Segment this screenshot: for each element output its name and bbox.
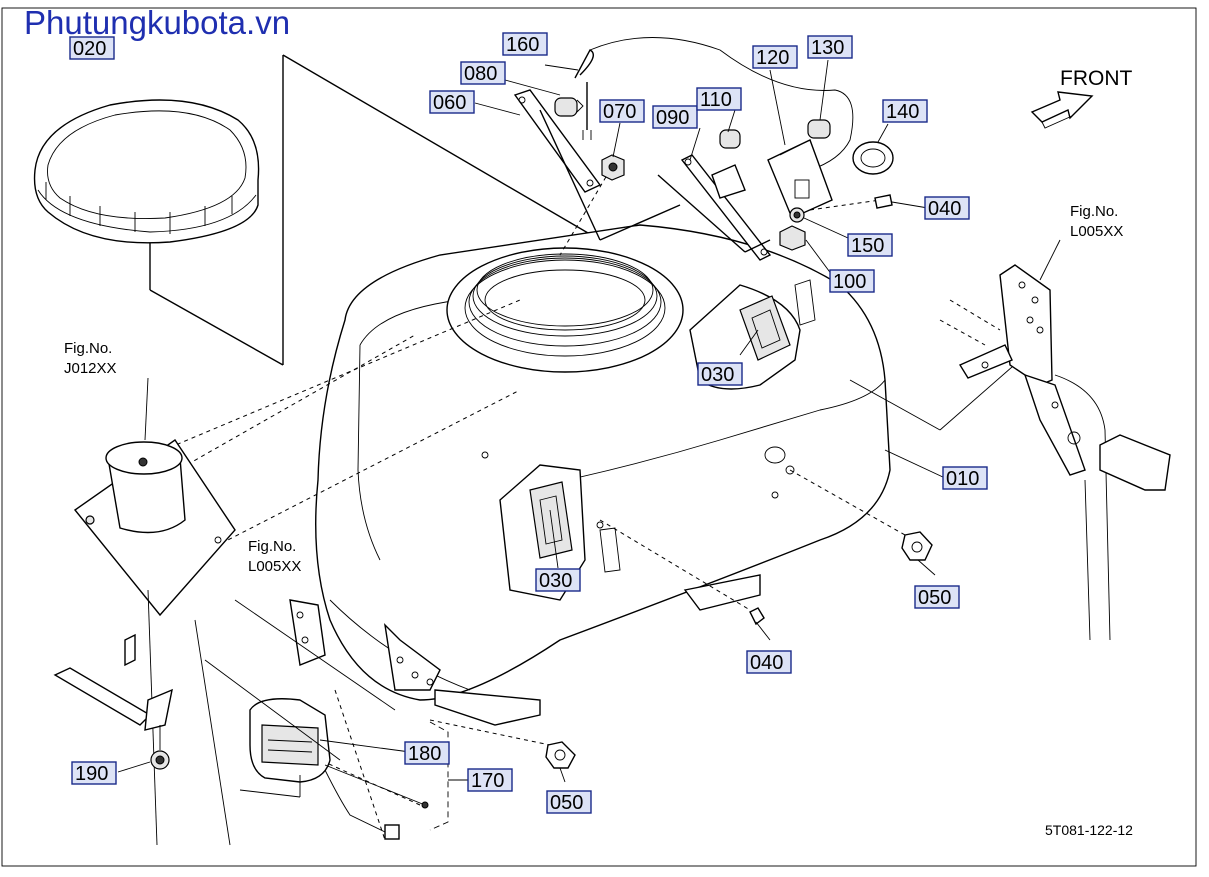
part-label-040-lower[interactable]: 040	[746, 650, 792, 674]
fig-ref-j012xx-line1: Fig.No.	[64, 340, 112, 357]
leader-lines	[89, 169, 1021, 806]
left-bracket-drawing	[53, 439, 236, 846]
fig-ref-l005xx-left-line2: L005XX	[248, 558, 301, 575]
tank-cap-drawing	[33, 54, 601, 366]
part-label-040-lower-text: 040	[750, 652, 783, 674]
drawing-code: 5T081-122-12	[1045, 822, 1133, 838]
part-label-070[interactable]: 070	[599, 99, 645, 123]
part-label-010-text: 010	[946, 468, 979, 490]
part-label-160-text: 160	[506, 34, 539, 56]
watermark: Phutungkubota.vn	[24, 4, 291, 41]
part-label-080-text: 080	[464, 63, 497, 85]
part-label-100[interactable]: 100	[829, 269, 875, 293]
part-label-120-text: 120	[756, 47, 789, 69]
part-label-070-text: 070	[603, 101, 636, 123]
part-label-030-lower[interactable]: 030	[535, 568, 581, 592]
front-label: FRONT	[1060, 67, 1132, 90]
part-label-130-text: 130	[811, 37, 844, 59]
part-label-060-text: 060	[433, 92, 466, 114]
part-label-150[interactable]: 150	[847, 233, 893, 257]
part-label-140-text: 140	[886, 101, 919, 123]
part-label-040-upper-text: 040	[928, 198, 961, 220]
part-label-060[interactable]: 060	[429, 90, 475, 114]
right-frame-drawing	[958, 239, 1171, 641]
part-label-100-text: 100	[833, 271, 866, 293]
upper-parts-drawing	[513, 37, 894, 261]
part-label-090[interactable]: 090	[652, 105, 698, 129]
work-lamp-drawing	[204, 599, 470, 841]
part-label-140[interactable]: 140	[882, 99, 928, 123]
drawing-frame	[1, 7, 1197, 867]
part-label-120[interactable]: 120	[752, 45, 798, 69]
part-label-150-text: 150	[851, 235, 884, 257]
drain-bolts-drawing	[545, 531, 933, 769]
part-label-160[interactable]: 160	[502, 32, 548, 56]
part-label-040-upper[interactable]: 040	[924, 196, 970, 220]
part-label-050-bottom-text: 050	[550, 792, 583, 814]
part-label-020[interactable]: 020	[69, 36, 115, 60]
part-label-050-right[interactable]: 050	[914, 585, 960, 609]
part-label-180-text: 180	[408, 743, 441, 765]
part-label-110-text: 110	[700, 89, 732, 111]
fig-ref-j012xx-line2: J012XX	[64, 360, 117, 377]
part-label-050-bottom[interactable]: 050	[546, 790, 592, 814]
label-leaders	[117, 59, 936, 783]
front-arrow-icon	[1030, 91, 1094, 129]
part-label-170[interactable]: 170	[467, 768, 513, 792]
fig-ref-l005xx-left-line1: Fig.No.	[248, 538, 296, 555]
part-label-130[interactable]: 130	[807, 35, 853, 59]
part-label-190[interactable]: 190	[71, 761, 117, 785]
part-label-180[interactable]: 180	[404, 741, 450, 765]
part-label-090-text: 090	[656, 107, 689, 129]
part-label-010[interactable]: 010	[942, 466, 988, 490]
fig-ref-l005xx-right-line2: L005XX	[1070, 223, 1123, 240]
part-label-030-lower-text: 030	[539, 570, 572, 592]
part-label-050-right-text: 050	[918, 587, 951, 609]
fig-ref-l005xx-right-line1: Fig.No.	[1070, 203, 1118, 220]
part-label-170-text: 170	[471, 770, 504, 792]
part-label-020-text: 020	[73, 38, 106, 60]
part-label-110[interactable]: 110	[696, 87, 742, 111]
part-label-030-upper-text: 030	[701, 364, 734, 386]
main-tank-drawing	[315, 224, 891, 726]
part-label-190-text: 190	[75, 763, 108, 785]
part-label-080[interactable]: 080	[460, 61, 506, 85]
part-label-030-upper[interactable]: 030	[697, 362, 743, 386]
